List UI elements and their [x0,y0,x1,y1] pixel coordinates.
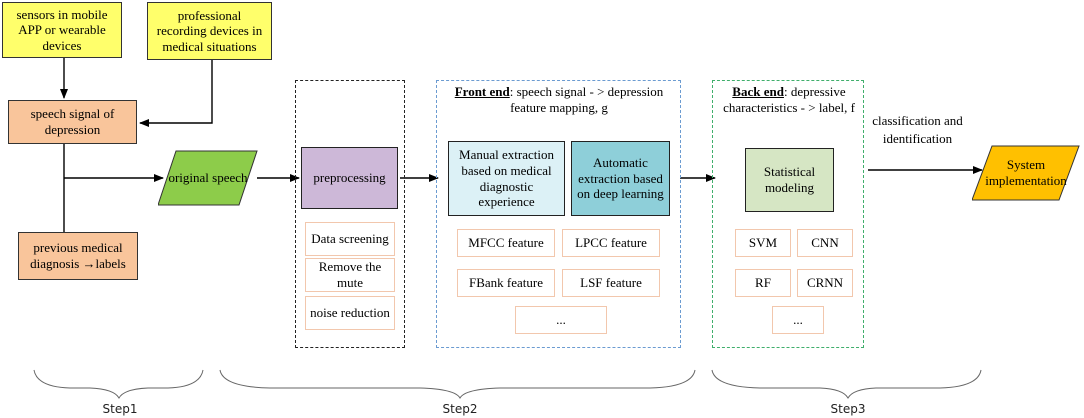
back-end-header-bold: Back end [732,84,784,99]
original-speech-label: original speech [168,170,248,186]
front-end-header: Front end: speech signal - > depression … [440,84,678,117]
model-rf: RF [735,269,791,297]
preprocessing-step-remove-mute: Remove the mute [305,258,395,292]
system-implementation-label: System implementation [985,157,1067,188]
automatic-extraction-box: Automatic extraction based on deep learn… [571,141,670,216]
statistical-modeling-box: Statistical modeling [745,148,834,212]
arrow-professional-to-speech [139,60,213,127]
feature-lsf: LSF feature [562,269,660,297]
feature-lpcc: LPCC feature [562,229,660,257]
feature-mfcc: MFCC feature [457,229,555,257]
classification-label: classification and identification [872,113,963,146]
step2-label: Step2 [442,402,478,416]
front-end-header-bold: Front end [454,84,510,99]
step3-label: Step3 [830,402,866,416]
preprocessing-step-noise-reduction: noise reduction [305,296,395,330]
model-crnn: CRNN [797,269,853,297]
feature-fbank: FBank feature [457,269,555,297]
preprocessing-container [295,80,405,348]
back-end-header-text: : depressive characteristics - > label, … [723,84,855,116]
front-end-header-text: : speech signal - > depression feature m… [509,84,664,116]
sensors-box: sensors in mobile APP or wearable device… [2,2,122,58]
speech-signal-box: speech signal of depression [8,100,137,144]
step1-label: Step1 [102,402,138,416]
professional-recording-box: professional recording devices in medica… [147,2,272,60]
feature-more: ... [515,306,607,334]
preprocessing-box: preprocessing [301,147,398,209]
front-end-container [436,80,681,348]
preprocessing-step-data-screening: Data screening [305,222,395,256]
manual-extraction-box: Manual extraction based on medical diagn… [448,141,565,216]
system-implementation-shape [972,145,1080,201]
step1-brace [33,369,204,400]
model-svm: SVM [735,229,791,257]
step2-brace [219,369,696,400]
step3-brace [711,369,982,400]
back-end-container [712,80,864,348]
diagnosis-labels-box: previous medical diagnosis →labels [18,232,138,280]
model-more: ... [772,306,824,334]
original-speech-shape [158,150,258,206]
model-cnn: CNN [797,229,853,257]
back-end-header: Back end: depressive characteristics - >… [716,84,862,117]
